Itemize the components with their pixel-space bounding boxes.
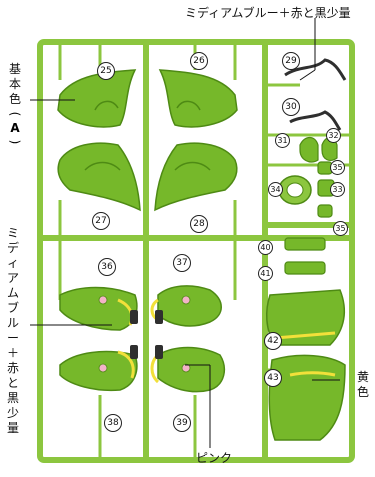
part-number-26: 26 — [190, 52, 208, 70]
part-number-38: 38 — [104, 414, 122, 432]
top-paint-label: ミディアムブルー＋赤と黒少量 — [185, 6, 351, 20]
part-41-shape — [284, 261, 326, 275]
part-number-33: 33 — [330, 182, 345, 197]
yellow-label: 黄色 — [356, 370, 369, 399]
part-number-34: 34 — [268, 182, 283, 197]
part-40-shape — [284, 237, 326, 251]
part-number-28: 28 — [190, 215, 208, 233]
part-number-41: 41 — [258, 266, 273, 281]
part-number-39: 39 — [173, 414, 191, 432]
part-number-35-a: 35 — [330, 160, 345, 175]
bracket-close: ) — [8, 139, 22, 145]
left-paint-label-vertical: ミディアムブルー＋赤と黒少量 — [6, 226, 19, 435]
part-number-29: 29 — [282, 52, 300, 70]
part-31-shape — [299, 136, 319, 163]
pink-label: ピンク — [196, 451, 233, 465]
part-37-shape — [150, 285, 222, 327]
part-43-shape — [268, 354, 346, 441]
part-38-shape — [59, 350, 138, 392]
part-36-shape — [59, 286, 138, 331]
part-34-shape — [278, 175, 312, 205]
part-number-27: 27 — [92, 212, 110, 230]
part-number-30: 30 — [282, 98, 300, 116]
part-35-shape — [317, 161, 333, 218]
part-number-31: 31 — [275, 133, 290, 148]
base-color-text: 基本色 — [8, 62, 21, 106]
part-number-37: 37 — [173, 254, 191, 272]
part-25-shape — [57, 69, 137, 128]
base-color-label: 基本色 ( A ) — [4, 62, 26, 149]
part-29-shape — [284, 58, 347, 81]
part-number-35-b: 35 — [333, 221, 348, 236]
part-30-shape — [289, 110, 342, 131]
part-number-36: 36 — [98, 258, 116, 276]
part-number-43: 43 — [264, 369, 282, 387]
leader-lines — [30, 18, 340, 448]
part-28-shape — [154, 142, 238, 212]
base-color-code: A — [10, 121, 20, 135]
part-number-32: 32 — [326, 128, 341, 143]
part-42-shape — [265, 289, 346, 346]
part-number-25: 25 — [97, 62, 115, 80]
dark-paint-marks — [130, 310, 163, 359]
part-26-shape — [158, 69, 238, 128]
part-number-42: 42 — [264, 332, 282, 350]
part-number-40: 40 — [258, 240, 273, 255]
bracket-open: ( — [8, 111, 22, 117]
part-27-shape — [57, 142, 141, 212]
